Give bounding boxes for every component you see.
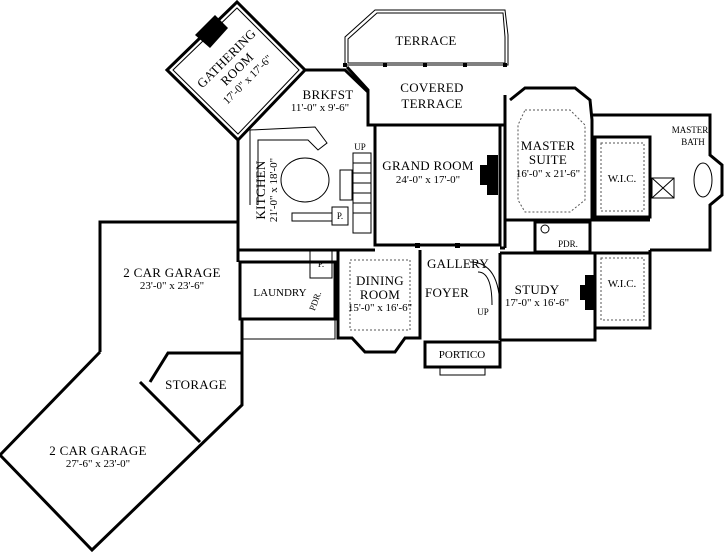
- kitchen-stair-up-label: UP: [354, 142, 366, 152]
- master-wic: W.I.C.: [593, 135, 652, 219]
- kitchen-size: 21'-0" x 18'-0": [268, 158, 280, 222]
- study-wic: W.I.C.: [595, 250, 652, 330]
- gathering-room: GATHERING ROOM 17'-0" x 17'-6": [164, 0, 308, 143]
- dining-room: DINING ROOM 15'-0" x 16'-6": [336, 250, 422, 354]
- pdr-laundry-label: PDR.: [307, 290, 323, 312]
- study-wic-label: W.I.C.: [608, 278, 637, 290]
- terrace: TERRACE: [343, 9, 509, 67]
- kitchen-label: KITCHEN: [253, 160, 268, 219]
- brkfst-label: BRKFST: [303, 87, 354, 102]
- study-label: STUDY: [515, 282, 560, 297]
- master-bath-label-line2: BATH: [681, 137, 705, 147]
- laundry: P. LAUNDRY PDR.: [238, 249, 337, 340]
- kitchen-pantry-label: P.: [337, 211, 343, 221]
- foyer-label: FOYER: [425, 285, 469, 300]
- master-suite-label-line2: SUITE: [529, 152, 567, 167]
- master-suite-size: 16'-0" x 21'-6": [516, 168, 580, 180]
- kitchen: KITCHEN 21'-0" x 18'-0" UP P.: [236, 126, 372, 262]
- grand-room: GRAND ROOM 24'-0" x 17'-0": [373, 125, 502, 248]
- portico-label: PORTICO: [439, 349, 485, 361]
- master-bath-label-line1: MASTER: [672, 125, 709, 135]
- master-bath: MASTER BATH: [592, 113, 724, 252]
- storage-label: STORAGE: [165, 377, 227, 392]
- dining-room-label-line1: DINING: [356, 273, 404, 288]
- portico: PORTICO: [423, 340, 502, 376]
- master-wic-label: W.I.C.: [608, 173, 637, 185]
- terrace-label: TERRACE: [395, 33, 456, 48]
- grand-room-label: GRAND ROOM: [382, 158, 474, 173]
- laundry-pantry-label: P.: [318, 259, 324, 269]
- garage-1-label: 2 CAR GARAGE: [123, 265, 221, 280]
- covered-terrace-label-line1: COVERED: [400, 80, 464, 95]
- garage-2-label: 2 CAR GARAGE: [49, 443, 147, 458]
- gallery: GALLERY: [238, 218, 650, 271]
- garage-2: 2 CAR GARAGE 27'-6" x 23'-0": [0, 319, 244, 553]
- covered-terrace-label-line2: TERRACE: [401, 96, 462, 111]
- master-suite: MASTER SUITE 16'-0" x 21'-6": [503, 86, 594, 222]
- study: STUDY 17'-0" x 16'-6": [500, 251, 597, 342]
- dining-room-size: 15'-0" x 16'-6": [348, 302, 412, 314]
- storage: STORAGE: [138, 351, 242, 444]
- foyer: FOYER UP: [425, 253, 502, 340]
- dining-room-label-line2: ROOM: [360, 287, 400, 302]
- garage-1-size: 23'-0" x 23'-6": [140, 280, 204, 292]
- gallery-label: GALLERY: [427, 256, 489, 271]
- brkfst-size: 11'-0" x 9'-6": [291, 102, 349, 114]
- laundry-label: LAUNDRY: [253, 287, 306, 299]
- garage-2-size: 27'-6" x 23'-0": [66, 458, 130, 470]
- foyer-stair-up-label: UP: [477, 307, 489, 317]
- pdr-master-label: PDR.: [558, 239, 578, 249]
- breakfast-area: BRKFST 11'-0" x 9'-6": [291, 68, 370, 114]
- master-suite-label-line1: MASTER: [521, 138, 576, 153]
- study-size: 17'-0" x 16'-6": [505, 297, 569, 309]
- garage-1: 2 CAR GARAGE 23'-0" x 23'-6": [98, 220, 240, 352]
- powder-room-master: PDR.: [533, 220, 592, 254]
- grand-room-size: 24'-0" x 17'-0": [396, 174, 460, 186]
- covered-terrace: COVERED TERRACE: [345, 65, 507, 127]
